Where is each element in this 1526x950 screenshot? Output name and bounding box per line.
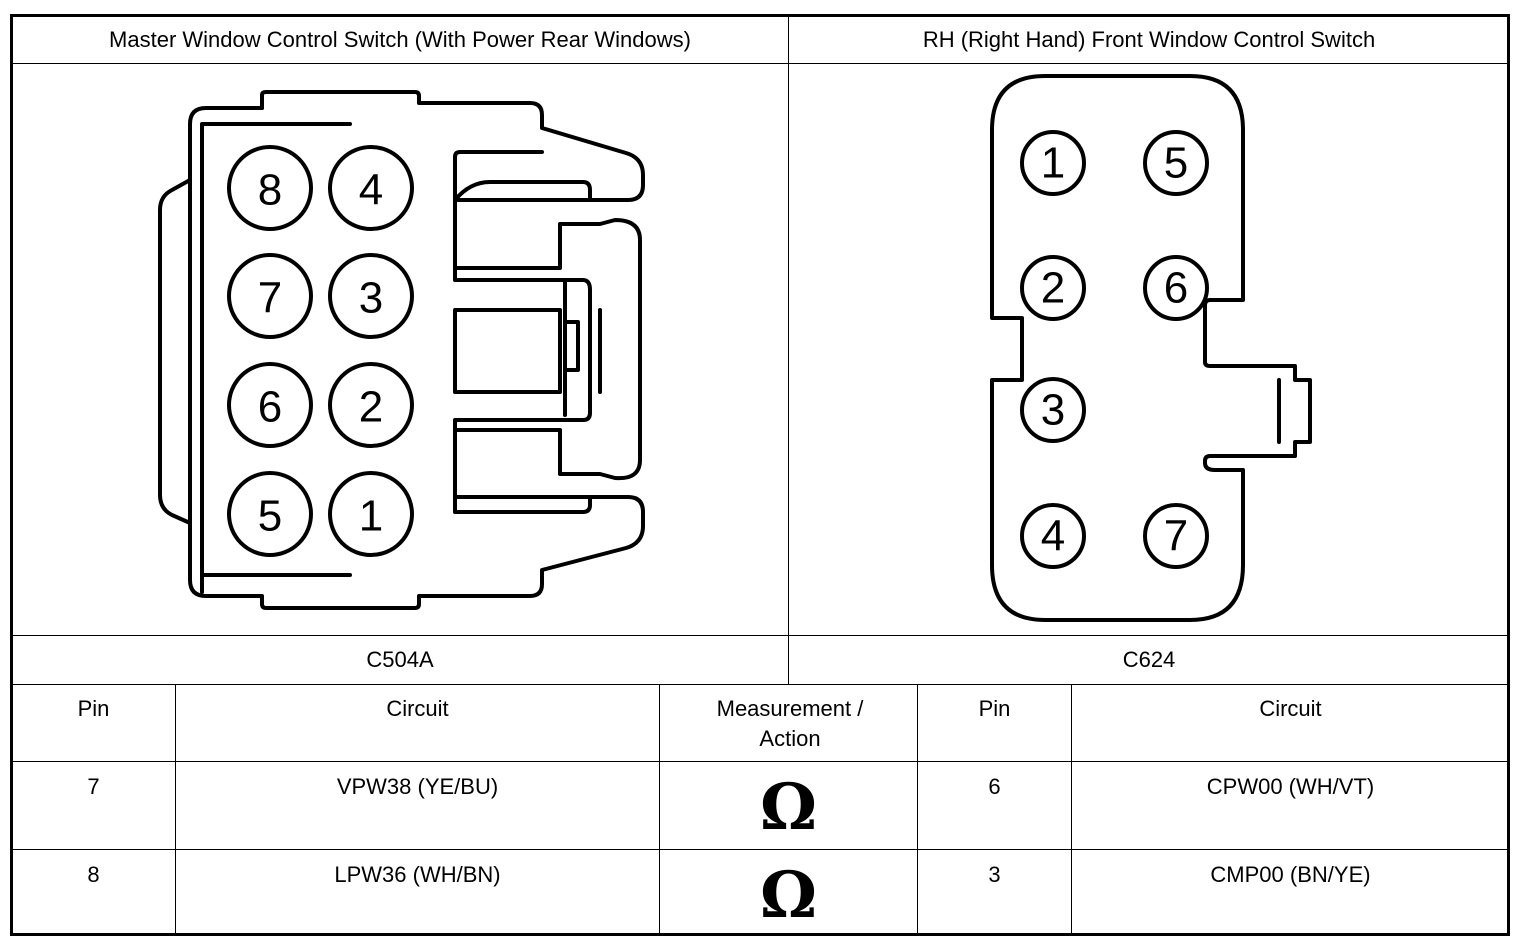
table-cell-circuit: LPW36 (WH/BN) [334, 862, 501, 887]
c624-pin-1: 1 [1020, 130, 1086, 196]
right-connector-title: RH (Right Hand) Front Window Control Swi… [922, 27, 1376, 52]
divider [175, 684, 176, 934]
right-connector-name: C624 [1122, 647, 1176, 672]
pin-circle [227, 145, 313, 231]
c504a-pin-2: 2 [328, 362, 414, 448]
pin-number: 6 [258, 383, 282, 432]
pin-circle [1143, 255, 1209, 321]
column-header-pin: Pin [978, 696, 1011, 721]
divider [12, 849, 1509, 850]
connector-c624-drawing [990, 74, 1312, 622]
left-connector-title: Master Window Control Switch (With Power… [109, 27, 691, 52]
pin-circle [328, 145, 414, 231]
c504a-pin-8: 8 [227, 145, 313, 231]
c624-pin-6: 6 [1143, 255, 1209, 321]
pin-number: 2 [359, 383, 383, 432]
c624-pin-2: 2 [1020, 255, 1086, 321]
c504a-pin-4: 4 [328, 145, 414, 231]
pin-number: 2 [1041, 263, 1065, 312]
c504a-pin-grid: 8 4 7 3 6 2 5 1 [227, 145, 414, 557]
pin-circle [227, 253, 313, 339]
c624-pin-4: 4 [1020, 503, 1086, 569]
c624-pin-3: 3 [1020, 377, 1086, 443]
pin-number: 6 [1164, 263, 1188, 312]
pin-circle [328, 253, 414, 339]
table-cell-pin: 8 [87, 862, 100, 887]
pin-circle [328, 471, 414, 557]
ohm-symbol: Ω [760, 770, 817, 845]
pin-number: 4 [359, 166, 383, 215]
c504a-pin-3: 3 [328, 253, 414, 339]
pin-number: 8 [258, 166, 282, 215]
c504a-pin-1: 1 [328, 471, 414, 557]
pin-number: 5 [1164, 138, 1188, 187]
c504a-pin-7: 7 [227, 253, 313, 339]
pin-number: 7 [1164, 511, 1188, 560]
divider [788, 16, 789, 684]
diagram-frame [10, 14, 1510, 936]
column-header-measurement: Measurement / Action [716, 696, 864, 751]
pin-number: 7 [258, 274, 282, 323]
c624-pin-grid: 1 5 2 6 3 4 7 [1020, 130, 1209, 569]
left-connector-name: C504A [366, 647, 434, 672]
pin-circle [1020, 255, 1086, 321]
divider [12, 63, 1509, 64]
ohm-symbol: Ω [760, 858, 817, 933]
connector-c504a-drawing [158, 90, 645, 610]
divider [659, 684, 660, 934]
divider [12, 635, 1509, 636]
table-cell-pin: 6 [988, 774, 1001, 799]
table-cell-pin: 3 [988, 862, 1001, 887]
column-header-circuit: Circuit [1259, 696, 1322, 721]
pin-circle [227, 362, 313, 448]
pin-circle [1020, 130, 1086, 196]
pin-circle [227, 471, 313, 557]
table-cell-circuit: VPW38 (YE/BU) [336, 774, 499, 799]
column-header-pin: Pin [77, 696, 110, 721]
c624-pin-7: 7 [1143, 503, 1209, 569]
table-cell-circuit: CPW00 (WH/VT) [1206, 774, 1375, 799]
pin-number: 1 [359, 492, 383, 541]
table-cell-circuit: CMP00 (BN/YE) [1210, 862, 1371, 887]
pin-number: 1 [1041, 138, 1065, 187]
pin-circle [1143, 503, 1209, 569]
c504a-pin-5: 5 [227, 471, 313, 557]
column-header-circuit: Circuit [386, 696, 449, 721]
table-cell-pin: 7 [87, 774, 100, 799]
pin-circle [328, 362, 414, 448]
pin-number: 5 [258, 492, 282, 541]
divider [917, 684, 918, 934]
divider [12, 761, 1509, 762]
pin-number: 3 [1041, 385, 1065, 434]
pin-circle [1020, 377, 1086, 443]
pin-circle [1020, 503, 1086, 569]
divider [1071, 684, 1072, 934]
divider [12, 684, 1509, 685]
pin-circle [1143, 130, 1209, 196]
pin-number: 3 [359, 274, 383, 323]
c504a-pin-6: 6 [227, 362, 313, 448]
c624-pin-5: 5 [1143, 130, 1209, 196]
pin-number: 4 [1041, 511, 1065, 560]
